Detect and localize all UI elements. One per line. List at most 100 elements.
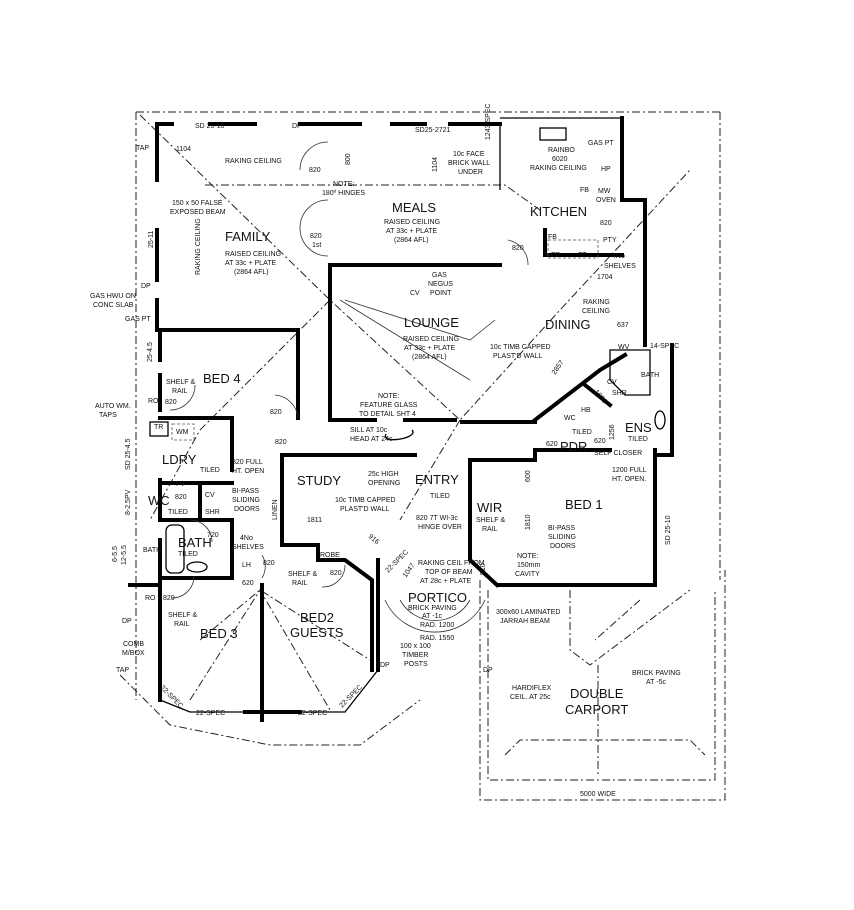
label: MW (598, 188, 611, 195)
label: FEATURE GLASS (360, 402, 418, 409)
label: CV (410, 290, 420, 297)
label: (2864 AFL) (412, 354, 447, 361)
label: GAS HWU ON (90, 293, 136, 300)
label: FR (551, 252, 560, 259)
label: COMB (123, 641, 144, 648)
annotations: SD 25-10 DP SD25-2721 1243 SPEC TAP 1104… (90, 103, 681, 798)
label: BRICK PAVING (408, 605, 457, 612)
room-entry: ENTRY (415, 472, 459, 487)
label: 8-2.5PV (125, 489, 132, 515)
label: RAISED CEILING (225, 251, 281, 258)
label: M/BOX (122, 650, 145, 657)
label: SD 25-10 (665, 515, 672, 545)
room-wc: WC (148, 493, 170, 508)
label: 6-5.5 (112, 546, 119, 562)
label: 1047 (402, 562, 417, 579)
label: 1200 FULL (612, 467, 647, 474)
label: DP (141, 283, 151, 290)
label: 1243 SPEC (485, 103, 492, 140)
label: 22-SPEC (159, 684, 185, 710)
label: NEGUS (428, 281, 453, 288)
label: HT. OPEN. (612, 476, 646, 483)
label: BRICK WALL (448, 160, 490, 167)
label: GAS PT (125, 316, 151, 323)
label: FB (580, 187, 589, 194)
label: ROBE (320, 552, 340, 559)
label: TILED (628, 436, 648, 443)
label: AT 33c + PLATE (225, 260, 276, 267)
label: 150 x 50 FALSE (172, 200, 223, 207)
label: SD25-2721 (415, 127, 451, 134)
label: CV (205, 492, 215, 499)
label: 1704 (597, 274, 613, 281)
label: FV (176, 481, 185, 488)
label: 910 (480, 563, 487, 575)
label: HT. OPEN (232, 468, 264, 475)
label: EXPOSED BEAM (170, 209, 226, 216)
label: CONC SLAB (93, 302, 134, 309)
label: 10c TIMB CAPPED (335, 497, 396, 504)
label: DP (483, 667, 493, 674)
label: SHELF & (288, 571, 318, 578)
label: WC (564, 415, 576, 422)
room-bed2: BED2 (300, 610, 334, 625)
label: FZ (578, 252, 587, 259)
walls (128, 116, 674, 722)
label: RAISED CEILING (403, 336, 459, 343)
label: OVEN (596, 197, 616, 204)
room-ens: ENS (625, 420, 652, 435)
label: 6020 (552, 156, 568, 163)
label: RAKING CEILING (530, 165, 587, 172)
label: 22-SPEC (338, 684, 364, 710)
label: TR (154, 424, 163, 431)
label: PLAST'D WALL (340, 506, 389, 513)
roof-outline (119, 111, 726, 801)
label: POINT (430, 290, 452, 297)
label: AT 33c + PLATE (404, 345, 455, 352)
room-pdr: PDR (560, 439, 587, 454)
label: 820 (263, 560, 275, 567)
label: 1810 (525, 514, 532, 530)
label: DP (122, 618, 132, 625)
room-dining: DINING (545, 317, 591, 332)
label: SHR (612, 390, 627, 397)
label: 1811 (307, 517, 322, 524)
label: RAIL (292, 580, 308, 587)
room-bath: BATH (178, 535, 212, 550)
label: CEIL. AT 25c (510, 694, 551, 701)
label: 180º HINGES (322, 190, 365, 197)
label: SLIDING (232, 497, 260, 504)
label: 820 (600, 220, 612, 227)
label: OPENING (368, 480, 400, 487)
label: SHELF & (166, 379, 196, 386)
label: GAS PT (588, 140, 614, 147)
label: 820 (163, 595, 175, 602)
label: TAP (136, 145, 149, 152)
room-double: DOUBLE (570, 686, 624, 701)
label: 820 (309, 167, 321, 174)
room-study: STUDY (297, 473, 341, 488)
room-bed3: BED 3 (200, 626, 238, 641)
label: TILED (430, 493, 450, 500)
label: 820 (310, 233, 322, 240)
room-meals: MEALS (392, 200, 436, 215)
label: NOTE: (517, 553, 538, 560)
label: AUTO WM. (95, 403, 131, 410)
label: 1104 (176, 146, 191, 153)
label: BATH (641, 372, 659, 379)
label: SHELVES (604, 263, 636, 270)
label: 4No (240, 535, 253, 542)
label: PTY (603, 237, 617, 244)
label: RAIL (172, 388, 188, 395)
label: HB (581, 407, 591, 414)
label: 150mm (517, 562, 541, 569)
label: NOTE: (378, 393, 399, 400)
label: LINEN (272, 499, 279, 520)
label: 820 (330, 570, 342, 577)
label: CEILING (582, 308, 610, 315)
label: 820 (275, 439, 287, 446)
label: TO DETAIL SHT 4 (359, 411, 416, 418)
label: WV (618, 344, 630, 351)
label: 25-4.5 (147, 342, 154, 362)
